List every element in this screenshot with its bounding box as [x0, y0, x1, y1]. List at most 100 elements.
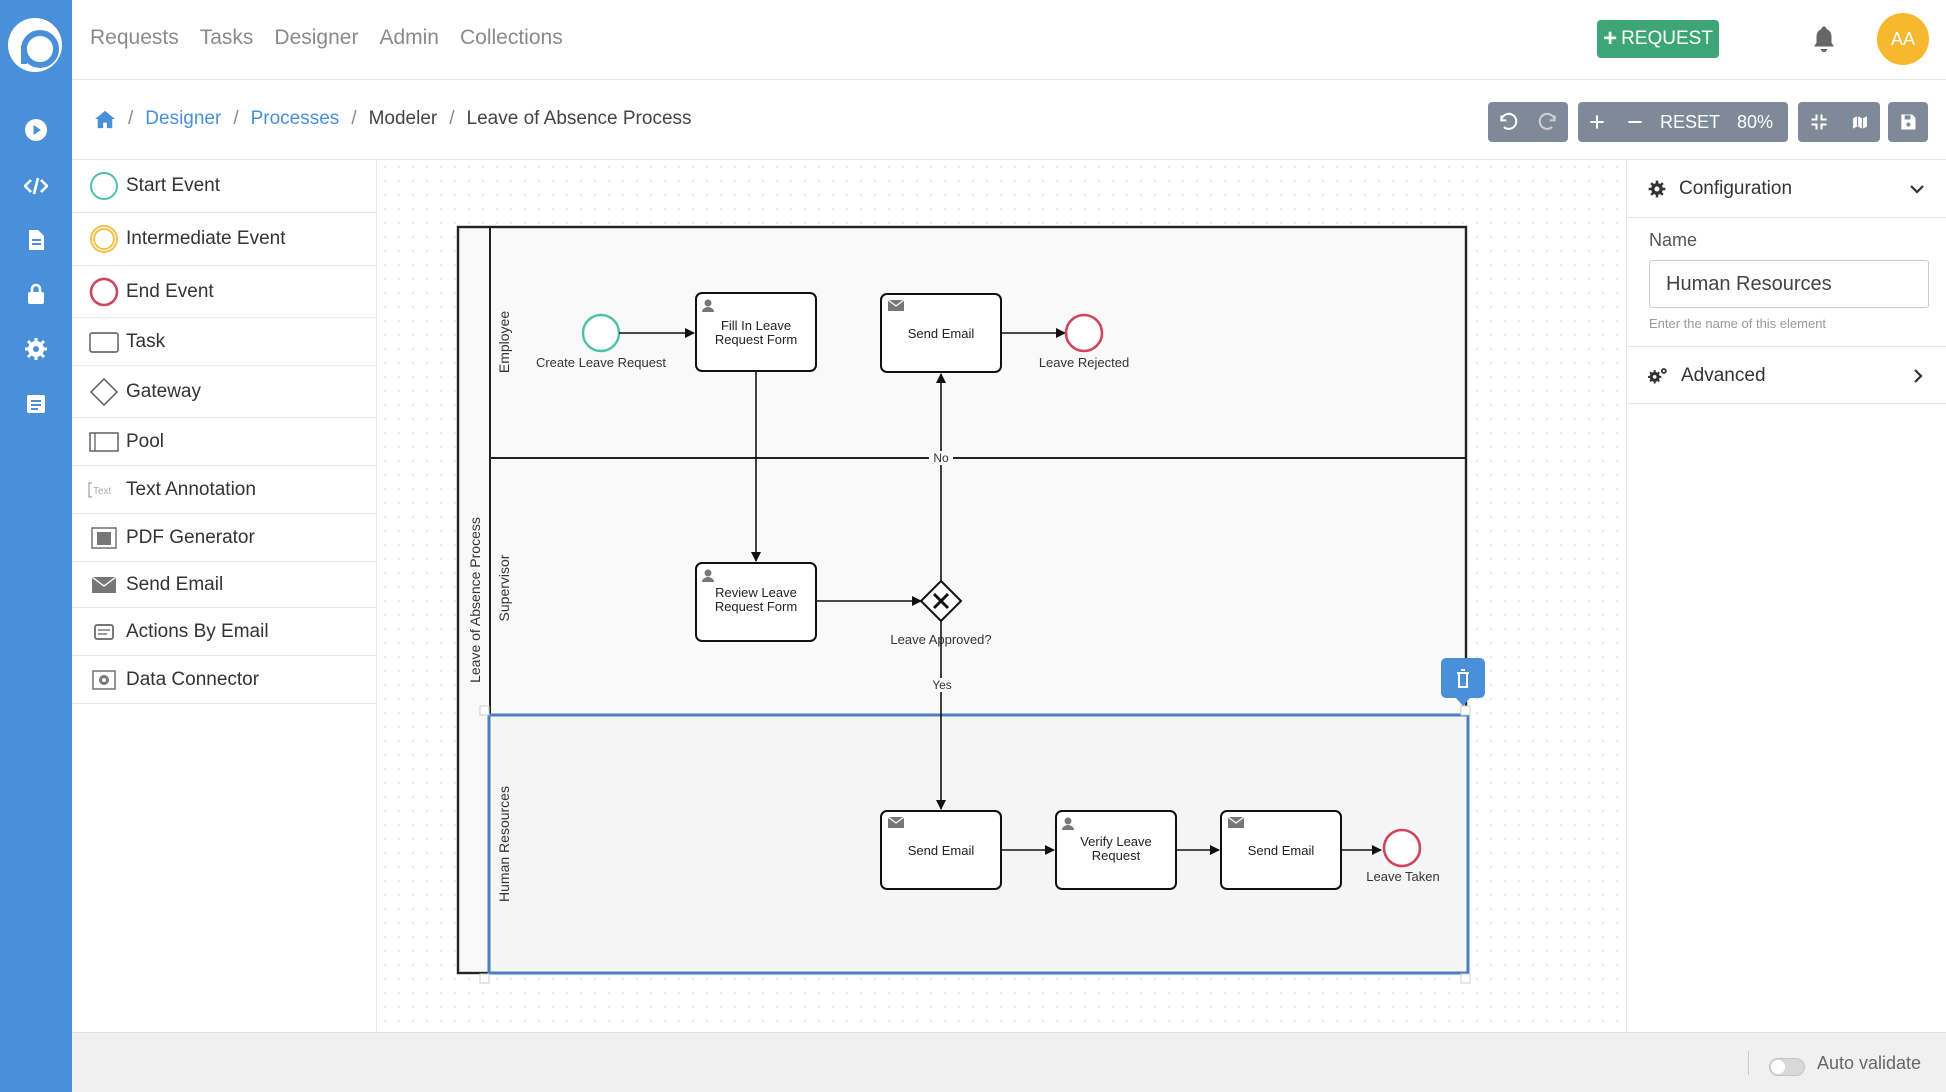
data-connector-icon	[88, 664, 120, 696]
palette-pool[interactable]: Pool	[72, 418, 376, 466]
palette-send-email[interactable]: Send Email	[72, 562, 376, 608]
flow-label-yes: Yes	[932, 678, 952, 692]
processmaker-logo[interactable]	[8, 18, 62, 72]
play-icon[interactable]	[22, 116, 50, 144]
text-annotation-icon: Text	[88, 474, 120, 506]
left-sidebar	[0, 0, 72, 1092]
divider	[1748, 1051, 1749, 1075]
intermediate-event-icon	[88, 223, 120, 255]
plus-icon	[1590, 115, 1604, 129]
delete-lane-button[interactable]	[1441, 658, 1485, 706]
nav-requests[interactable]: Requests	[90, 26, 179, 49]
advanced-accordion[interactable]: Advanced	[1627, 347, 1946, 405]
gear-icon[interactable]	[22, 335, 50, 363]
modeler-canvas[interactable]: Leave of Absence Process Employee Superv…	[378, 160, 1626, 1032]
breadcrumb-designer[interactable]: Designer	[145, 108, 222, 129]
end-event-leave-taken[interactable]	[1382, 828, 1422, 868]
minus-icon	[1628, 121, 1642, 123]
lane-label-supervisor: Supervisor	[496, 554, 512, 621]
auto-validate-toggle[interactable]	[1769, 1058, 1805, 1076]
fullscreen-button[interactable]	[1798, 102, 1839, 142]
palette-start-event[interactable]: Start Event	[72, 160, 376, 213]
svg-text:Send Email: Send Email	[908, 326, 975, 341]
task-review-leave-request[interactable]	[695, 562, 817, 642]
end-event-leave-rejected[interactable]	[1064, 313, 1104, 353]
flow-label-no: No	[933, 451, 949, 465]
undo-button[interactable]	[1488, 102, 1528, 142]
breadcrumb-current: Leave of Absence Process	[466, 108, 692, 129]
save-button[interactable]	[1888, 102, 1928, 142]
pdf-icon	[88, 522, 120, 554]
name-input[interactable]	[1649, 260, 1929, 308]
lock-icon[interactable]	[22, 280, 50, 308]
inspector-panel: Configuration Name Enter the name of thi…	[1626, 160, 1946, 1032]
nav-tasks[interactable]: Tasks	[199, 26, 254, 49]
new-request-button[interactable]: + REQUEST	[1597, 20, 1719, 58]
list-icon[interactable]	[22, 390, 50, 418]
svg-text:Request: Request	[1092, 848, 1141, 863]
zoom-in-button[interactable]	[1578, 102, 1616, 142]
palette-end-event[interactable]: End Event	[72, 266, 376, 318]
chevron-right-icon	[1914, 369, 1923, 383]
breadcrumb: / Designer / Processes / Modeler / Leave…	[94, 108, 692, 130]
status-bar: Auto validate	[72, 1032, 1946, 1092]
zoom-level: 80%	[1736, 111, 1774, 132]
name-label: Name	[1649, 230, 1698, 250]
home-icon[interactable]	[94, 109, 116, 129]
document-icon[interactable]	[22, 226, 50, 254]
top-navigation: Requests Tasks Designer Admin Collection…	[72, 0, 1946, 80]
main-menu: Requests Tasks Designer Admin Collection…	[90, 26, 563, 50]
compress-icon	[1811, 114, 1826, 130]
svg-text:Send Email: Send Email	[1248, 843, 1315, 858]
svg-text:Leave Taken: Leave Taken	[1366, 869, 1440, 884]
svg-text:Request Form: Request Form	[715, 332, 797, 347]
breadcrumb-modeler: Modeler	[368, 108, 438, 129]
svg-text:Text: Text	[93, 486, 112, 497]
breadcrumb-processes[interactable]: Processes	[250, 108, 340, 129]
svg-text:Leave Rejected: Leave Rejected	[1039, 355, 1129, 370]
notification-bell-icon[interactable]	[1809, 24, 1839, 54]
view-group	[1798, 102, 1880, 142]
start-event[interactable]	[581, 313, 621, 353]
svg-text:Verify Leave: Verify Leave	[1080, 834, 1152, 849]
nav-admin[interactable]: Admin	[379, 26, 439, 49]
palette-pdf-generator[interactable]: PDF Generator	[72, 514, 376, 562]
palette-data-connector[interactable]: Data Connector	[72, 656, 376, 704]
name-help-text: Enter the name of this element	[1649, 316, 1827, 331]
palette-task[interactable]: Task	[72, 318, 376, 366]
nav-designer[interactable]: Designer	[274, 26, 359, 49]
gears-icon	[1648, 368, 1667, 384]
zoom-out-button[interactable]	[1616, 102, 1654, 142]
undo-icon	[1500, 112, 1518, 130]
actions-email-icon	[88, 616, 120, 648]
svg-text:Send Email: Send Email	[908, 843, 975, 858]
redo-icon	[1538, 112, 1556, 130]
palette-text-annotation[interactable]: Text Text Annotation	[72, 466, 376, 514]
controls-palette: Start Event Intermediate Event End Event…	[72, 160, 377, 1032]
save-group	[1888, 102, 1928, 142]
minimap-button[interactable]	[1839, 102, 1880, 142]
palette-actions-by-email[interactable]: Actions By Email	[72, 608, 376, 656]
task-icon	[88, 326, 120, 358]
gateway-leave-approved[interactable]	[919, 579, 963, 623]
user-avatar[interactable]: AA	[1877, 13, 1929, 65]
auto-validate-label: Auto validate	[1817, 1053, 1922, 1073]
svg-text:Request Form: Request Form	[715, 599, 797, 614]
nav-collections[interactable]: Collections	[459, 26, 563, 49]
zoom-group: RESET 80%	[1578, 102, 1788, 142]
configuration-accordion[interactable]: Configuration	[1627, 160, 1946, 218]
code-icon[interactable]	[22, 172, 50, 200]
lane-label-employee: Employee	[496, 311, 512, 373]
palette-intermediate-event[interactable]: Intermediate Event	[72, 213, 376, 266]
breadcrumb-bar: / Designer / Processes / Modeler / Leave…	[72, 80, 1946, 160]
map-icon	[1851, 114, 1868, 131]
palette-gateway[interactable]: Gateway	[72, 366, 376, 418]
plus-icon: +	[1603, 25, 1618, 52]
email-icon	[88, 569, 120, 601]
gear-icon	[1648, 180, 1666, 197]
reset-zoom-button[interactable]: RESET	[1659, 111, 1720, 132]
svg-text:Review Leave: Review Leave	[715, 585, 797, 600]
lane-label-human-resources: Human Resources	[496, 786, 512, 902]
redo-button[interactable]	[1528, 102, 1568, 142]
gateway-icon	[88, 376, 120, 408]
